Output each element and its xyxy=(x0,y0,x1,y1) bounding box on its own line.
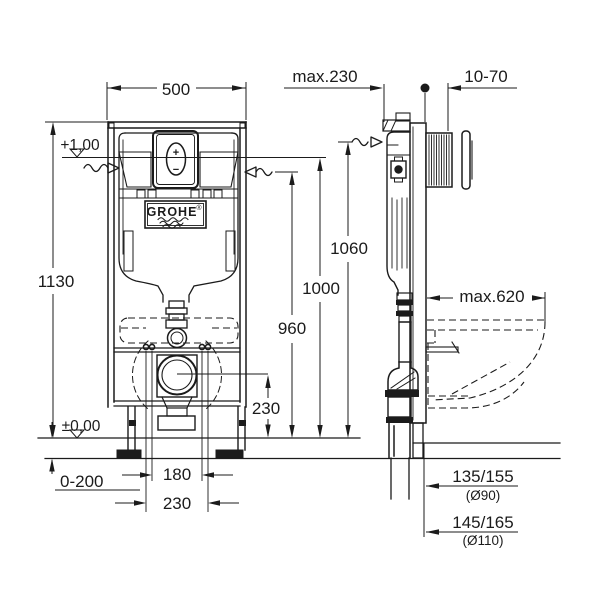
dim-wall-thickness: 10-70 xyxy=(464,67,507,86)
side-view-bowl-dashed xyxy=(427,319,546,409)
side-view-frame xyxy=(382,112,473,500)
grohe-logo-text: GROHE xyxy=(147,205,198,219)
logo-and-button-labels: GROHE ® + − xyxy=(147,147,203,219)
dim-floor-adjust: 0-200 xyxy=(60,472,103,491)
wavy-break-arrows xyxy=(83,136,383,178)
level-floor: ±0,00 xyxy=(62,418,101,435)
dim-outlet-110: 145/165 xyxy=(452,513,513,532)
grohe-registered-mark: ® xyxy=(196,204,202,212)
front-view-frame xyxy=(107,121,247,408)
dim-bolt-inner: 180 xyxy=(163,465,191,484)
dim-height-960: 960 xyxy=(278,319,306,338)
front-view-feet xyxy=(116,406,246,459)
floor-lines xyxy=(37,437,561,460)
dim-outlet-110-dia: (Ø110) xyxy=(462,533,503,548)
front-view-flush-pipe xyxy=(165,300,188,349)
wavy-arrow-side xyxy=(351,136,383,148)
dimension-labels: 500 max.230 10-70 +1,00 1130 ±0,00 0-200… xyxy=(38,67,525,548)
grohe-logo-plate xyxy=(144,200,207,229)
dimension-arrowheads xyxy=(49,83,545,535)
dim-bolt-outer: 230 xyxy=(163,494,191,513)
dimension-lines xyxy=(45,82,546,537)
dim-frame-width: 500 xyxy=(162,80,190,99)
dim-max-wall-distance: max.230 xyxy=(292,67,357,86)
dim-outlet-90-dia: (Ø90) xyxy=(466,488,501,503)
flush-button-minus: − xyxy=(173,164,179,176)
dim-height-1000: 1000 xyxy=(302,279,340,298)
dim-frame-height: 1130 xyxy=(38,272,75,291)
dim-height-1060: 1060 xyxy=(330,239,368,258)
front-view-drain xyxy=(131,340,223,431)
dim-outlet-90: 135/155 xyxy=(452,467,513,486)
level-upper: +1,00 xyxy=(60,137,100,154)
flush-button-plus: + xyxy=(173,147,179,159)
dim-max-bowl-depth: max.620 xyxy=(459,287,524,306)
dim-drain-height: 230 xyxy=(252,399,280,418)
wavy-arrow-right xyxy=(244,166,273,178)
wavy-arrow-left xyxy=(83,162,120,174)
front-view-bowl-zone-dashed xyxy=(119,317,239,344)
front-view-cistern xyxy=(118,130,239,303)
